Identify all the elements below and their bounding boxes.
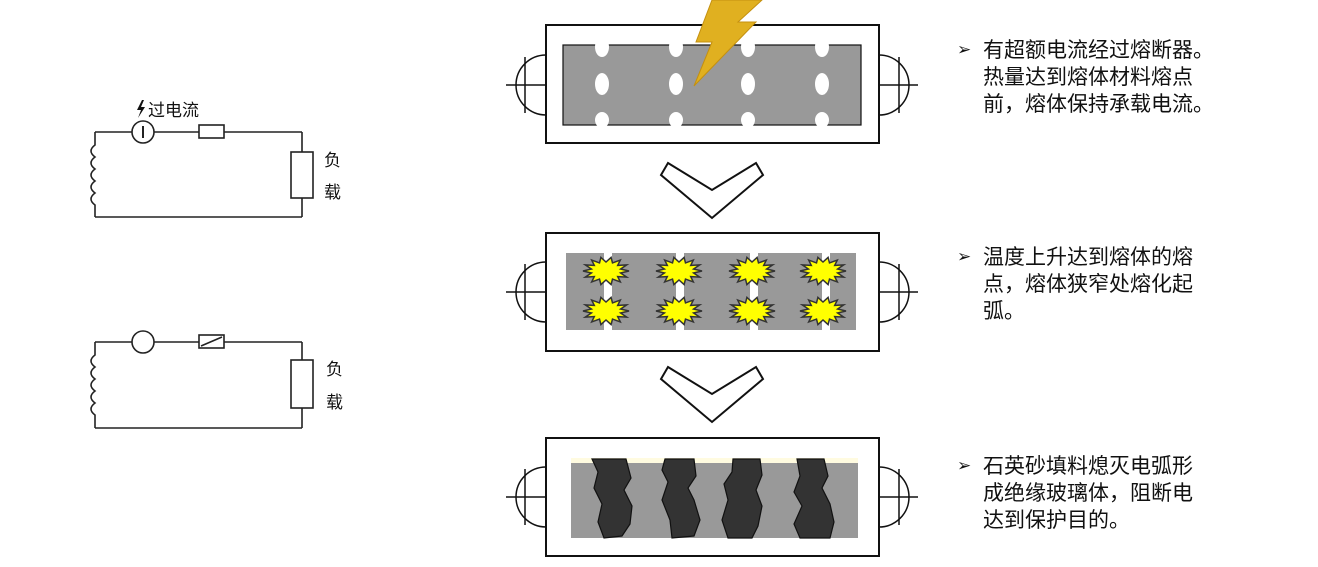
bullet-arrow-icon: ➢ (957, 247, 972, 267)
load-resistor (290, 359, 314, 409)
description-line: 热量达到熔体材料熔点 (983, 65, 1193, 89)
source-coil (90, 132, 97, 217)
element-notches (595, 37, 829, 128)
spark-icon (799, 296, 847, 326)
quartz-sand-layer (571, 458, 858, 464)
fuse-symbol (198, 124, 225, 139)
fuse-stage-2 (506, 232, 918, 352)
lightning-small-icon (137, 100, 145, 118)
description-line: 前，熔体保持承载电流。 (983, 92, 1214, 116)
bullet-arrow-icon: ➢ (957, 40, 972, 60)
bullet-arrow-icon: ➢ (957, 456, 972, 476)
description-line: 温度上升达到熔体的熔 (983, 245, 1193, 269)
down-arrow-chevron (659, 161, 765, 220)
description-line: 有超额电流经过熔断器。 (983, 38, 1214, 62)
fuse-stage-1 (506, 0, 918, 144)
description-line: 点，熔体狭窄处熔化起 (983, 272, 1193, 296)
spark-icon (655, 296, 703, 326)
stage-2-description: ➢ 温度上升达到熔体的熔 点，熔体狭窄处熔化起 弧。 (957, 244, 1297, 325)
description-line: 石英砂填料熄灭电弧形 (983, 454, 1193, 478)
load-label-bottom-1: 负 (326, 360, 343, 380)
circuit-top (90, 120, 314, 218)
stage-1-description: ➢ 有超额电流经过熔断器。 热量达到熔体材料熔点 前，熔体保持承载电流。 (957, 37, 1297, 118)
description-line: 达到保护目的。 (983, 508, 1130, 532)
spark-icon (582, 296, 630, 326)
lightning-bolt-icon (693, 0, 763, 87)
load-label-top-1: 负 (324, 151, 341, 171)
down-arrow-chevron (659, 365, 765, 424)
spark-icon (728, 296, 776, 326)
source-coil (90, 342, 97, 428)
load-resistor (290, 151, 314, 199)
fuse-stage-3 (506, 437, 918, 557)
spark-icon (582, 256, 630, 286)
load-label-top-2: 载 (324, 183, 341, 203)
overcurrent-label: 过电流 (148, 101, 199, 121)
description-line: 弧。 (983, 299, 1025, 323)
spark-icon (799, 256, 847, 286)
circuit-bottom (90, 330, 314, 429)
stage-3-description: ➢ 石英砂填料熄灭电弧形 成绝缘玻璃体，阻断电 达到保护目的。 (957, 453, 1297, 534)
spark-icon (655, 256, 703, 286)
description-line: 成绝缘玻璃体，阻断电 (983, 481, 1193, 505)
glass-residue (591, 458, 835, 539)
ammeter-symbol (131, 330, 155, 354)
spark-icon (728, 256, 776, 286)
element-gaps (604, 253, 830, 330)
load-label-bottom-2: 载 (326, 393, 343, 413)
arc-sparks (582, 256, 847, 326)
